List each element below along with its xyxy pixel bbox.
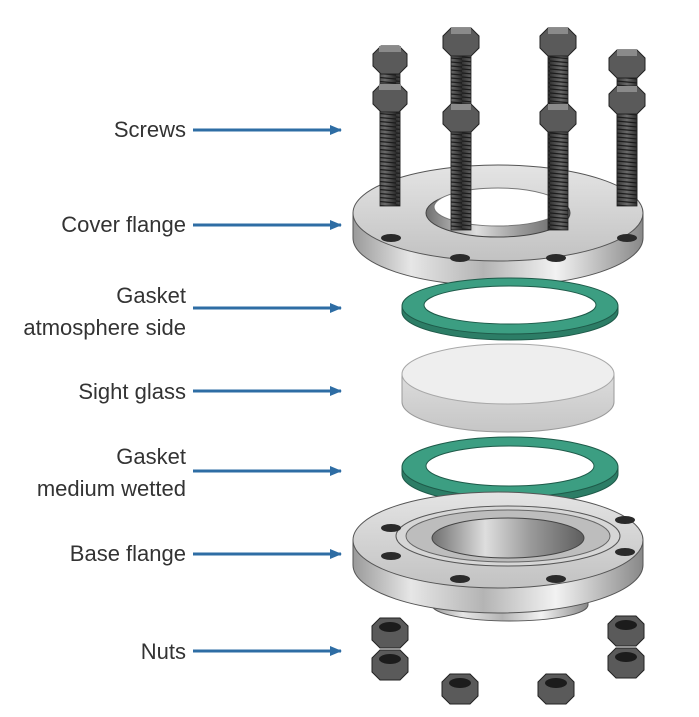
flange-icon bbox=[352, 491, 644, 622]
nut-icon bbox=[441, 673, 479, 705]
nut-icon bbox=[371, 649, 409, 681]
screw-icon bbox=[539, 103, 577, 231]
nut-icon bbox=[537, 673, 575, 705]
nut-icon bbox=[371, 617, 409, 649]
screw-icon bbox=[442, 103, 480, 231]
label-sight-glass: Sight glass bbox=[78, 379, 186, 404]
pointer-arrows bbox=[193, 125, 342, 656]
label-cover-flange: Cover flange bbox=[61, 212, 186, 237]
label-gasket-medium: Gasket medium wetted bbox=[36, 444, 186, 501]
label-screws: Screws bbox=[113, 117, 186, 142]
sight-glass-icon bbox=[401, 343, 615, 433]
screw-icon bbox=[372, 83, 408, 207]
nut-icon bbox=[607, 615, 645, 647]
nut-icon bbox=[607, 647, 645, 679]
label-base-flange: Base flange bbox=[69, 541, 186, 566]
label-gasket-atmosphere: Gasket atmosphere side bbox=[23, 283, 186, 340]
label-nuts: Nuts bbox=[140, 639, 186, 664]
gasket-icon bbox=[401, 277, 619, 341]
screw-icon bbox=[608, 85, 646, 207]
